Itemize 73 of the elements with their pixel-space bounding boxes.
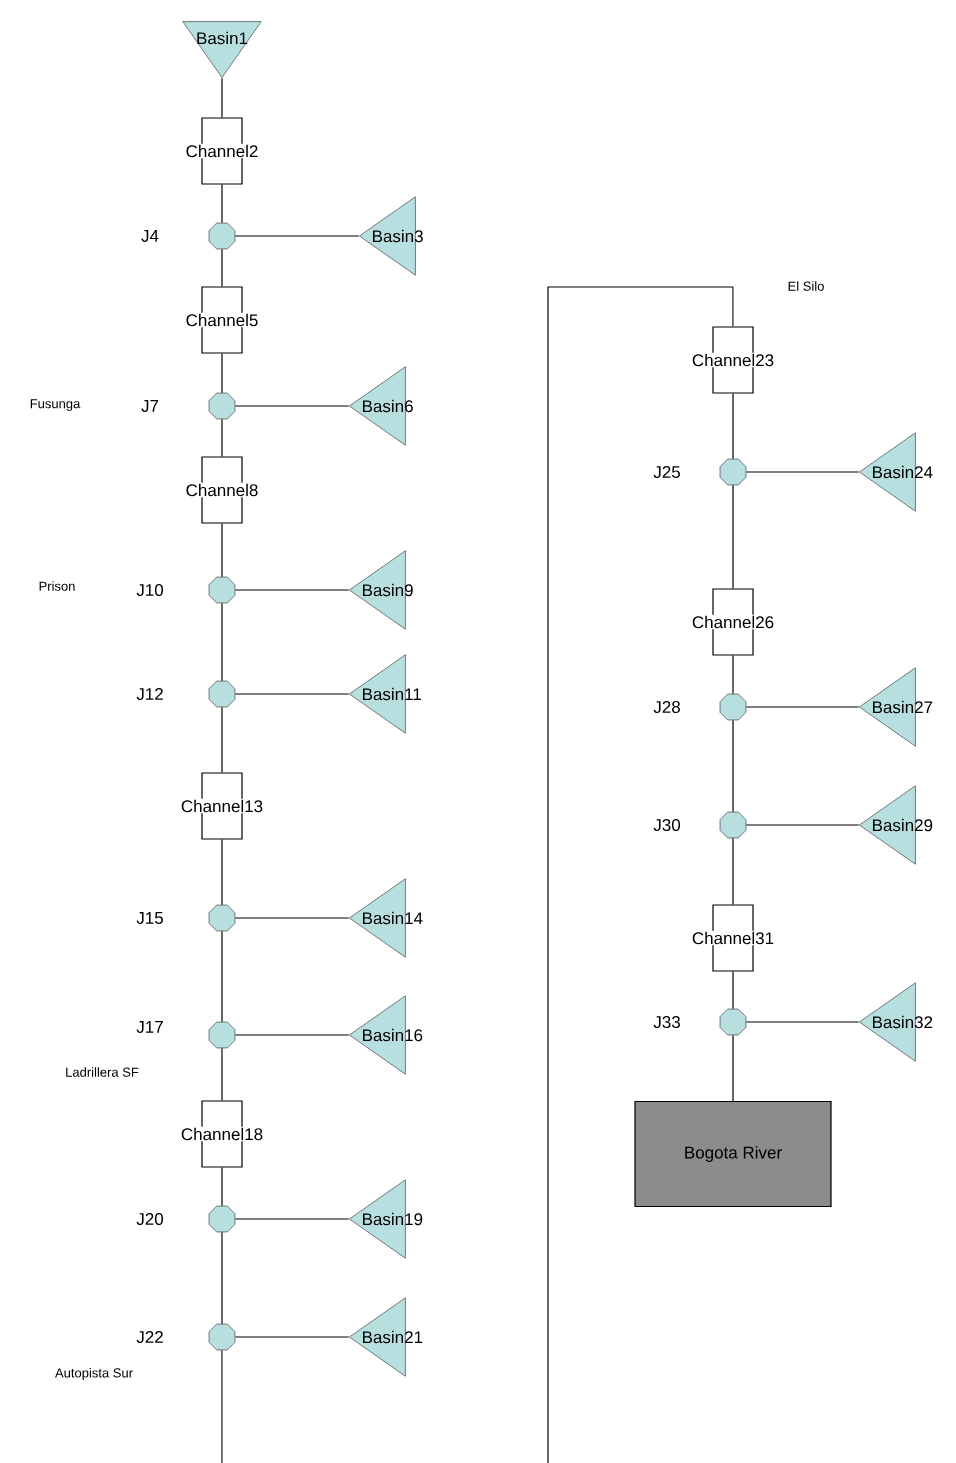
channel-box: Channel26 (690, 588, 776, 656)
junction-label: J22 (136, 1331, 163, 1344)
connector-line (745, 1021, 860, 1023)
connector-line (221, 930, 223, 1023)
connector-line (732, 719, 734, 813)
junction-label: J15 (136, 912, 163, 924)
connector-line (732, 837, 734, 905)
connector-line (221, 523, 223, 578)
junction-label: J25 (653, 466, 680, 479)
connector-line (745, 706, 860, 708)
basin-triangle: Basin3 (359, 196, 423, 276)
place-label: Ladrillera SF (66, 1067, 139, 1077)
basin-triangle: Basin14 (349, 878, 423, 958)
connector-line (221, 248, 223, 287)
basin-triangle: Basin21 (349, 1297, 423, 1377)
basin-triangle: Basin11 (349, 654, 421, 734)
river-box: Bogota River (634, 1100, 832, 1208)
connector-line (221, 77, 223, 118)
channel-box: Channel13 (179, 772, 265, 840)
channel-box: Channel31 (690, 904, 776, 972)
junction-label: J7 (141, 400, 159, 412)
connector-line (221, 353, 223, 394)
basin-triangle: Basin6 (349, 366, 413, 446)
junction-label: J12 (136, 688, 163, 701)
connector-line (732, 655, 734, 695)
connector-line (732, 971, 734, 1010)
channel-box: Channel18 (179, 1100, 265, 1168)
place-label: El Silo (788, 281, 824, 291)
basin-triangle: Basin32 (859, 982, 933, 1062)
connector-line (221, 1047, 223, 1101)
place-label: Autopista Sur (55, 1367, 133, 1381)
basin-triangle: Basin16 (349, 995, 423, 1075)
connector-line (234, 235, 360, 237)
connector-line (221, 706, 223, 773)
place-label: Fusunga (30, 399, 81, 411)
connector-line (221, 839, 223, 906)
channel-box: Channel2 (184, 117, 260, 185)
connector-line (234, 693, 350, 695)
basin-triangle: Basin24 (859, 432, 933, 512)
basin-triangle: Basin19 (349, 1179, 423, 1259)
connector-line (745, 471, 860, 473)
basin-triangle: Basin27 (859, 667, 933, 747)
place-label: Prison (39, 581, 75, 591)
connector-line (745, 824, 860, 826)
junction-label: J17 (136, 1021, 163, 1033)
connector-line (234, 405, 350, 407)
junction-label: J10 (136, 584, 164, 597)
connector-line (234, 589, 350, 591)
connector-line (732, 484, 734, 589)
connector-line (547, 286, 734, 1463)
connector-line (234, 1218, 350, 1220)
junction-label: J33 (653, 1016, 680, 1029)
connector-line (221, 602, 223, 682)
junction-label: J30 (653, 819, 681, 832)
basin-triangle: Basin9 (349, 550, 413, 630)
channel-box: Channel8 (184, 456, 260, 524)
basin-triangle: Basin29 (859, 785, 933, 865)
connector-line (221, 1231, 223, 1325)
connector-line (234, 1336, 350, 1338)
basin-triangle: Basin1 (182, 21, 262, 78)
junction-label: J4 (141, 230, 159, 242)
channel-box: Channel5 (184, 286, 260, 354)
connector-line (221, 418, 223, 457)
junction-label: J20 (136, 1213, 164, 1226)
connector-line (221, 1167, 223, 1207)
connector-line (221, 1349, 223, 1463)
junction-label: J28 (653, 701, 680, 714)
channel-box: Channel23 (690, 326, 776, 394)
connector-line (234, 917, 350, 919)
connector-line (732, 393, 734, 460)
connector-line (234, 1034, 350, 1036)
connector-line (221, 184, 223, 224)
connector-line (732, 1034, 734, 1102)
